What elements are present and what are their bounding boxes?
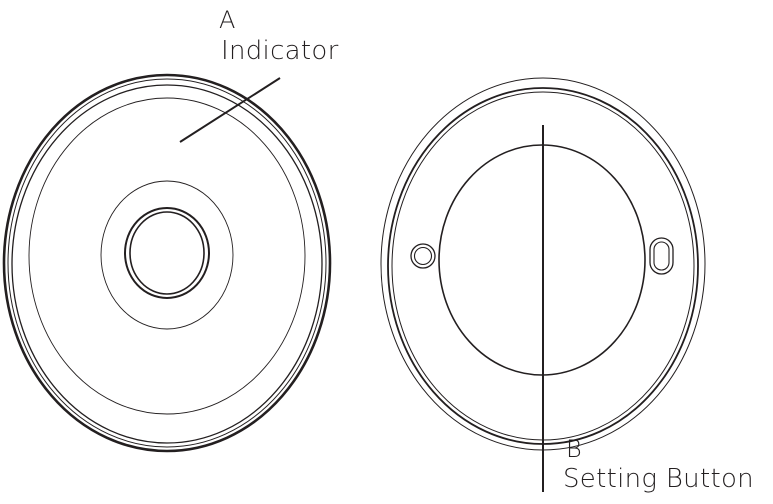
left-mounting-hole-outer (410, 243, 436, 269)
part-b-label: Setting Button (563, 464, 754, 494)
front-rim-inner-edge (7, 78, 327, 448)
front-view-device (2, 73, 332, 453)
front-second-ring (11, 84, 323, 444)
front-outer-rim (2, 73, 332, 453)
indicator-leader-line (179, 77, 281, 143)
part-b-letter: B (566, 435, 582, 463)
part-a-label: Indicator (221, 36, 339, 66)
part-a-letter: A (219, 6, 236, 34)
front-face-ring (28, 97, 306, 415)
indicator-lens-inner (129, 211, 205, 295)
right-mounting-slot-outer (649, 237, 674, 275)
indicator-lens-outer (124, 207, 210, 299)
left-mounting-hole-inner (413, 246, 433, 266)
right-mounting-slot-inner (653, 241, 670, 271)
front-center-ring (100, 180, 234, 330)
